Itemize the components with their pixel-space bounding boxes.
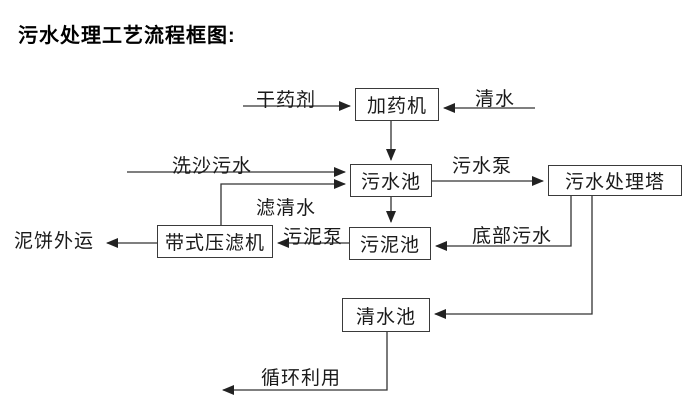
node-belt-filter-press: 带式压滤机 [157, 225, 273, 258]
node-clear-water-pool: 清水池 [342, 298, 430, 332]
page-title: 污水处理工艺流程框图: [18, 25, 236, 47]
edge-label-filtered-water: 滤清水 [256, 198, 317, 219]
arrow-clear-water-pool-to-recycle [222, 332, 388, 395]
node-sewage-pool: 污水池 [350, 164, 432, 197]
arrow-tower-to-clear-water-pool [434, 196, 593, 319]
node-dosing-machine: 加药机 [355, 88, 439, 121]
arrow-filtered-water-to-sewage-pool [220, 179, 346, 225]
edge-label-clear-water: 清水 [475, 89, 516, 110]
edge-label-recycle-use: 循环利用 [261, 368, 342, 389]
edge-label-mud-cake-out: 泥饼外运 [14, 231, 95, 252]
edge-label-sand-washing-sewage: 洗沙污水 [172, 156, 253, 177]
edge-label-sludge-pump: 污泥泵 [283, 227, 344, 248]
edge-label-dry-agent: 干药剂 [256, 90, 317, 111]
node-sludge-pool: 污泥池 [349, 227, 431, 260]
arrow-bottom-sewage-to-sludge-pool [435, 196, 572, 251]
edge-label-bottom-sewage: 底部污水 [472, 226, 553, 247]
node-treatment-tower: 污水处理塔 [548, 165, 682, 196]
edge-label-sewage-pump: 污水泵 [452, 156, 513, 177]
